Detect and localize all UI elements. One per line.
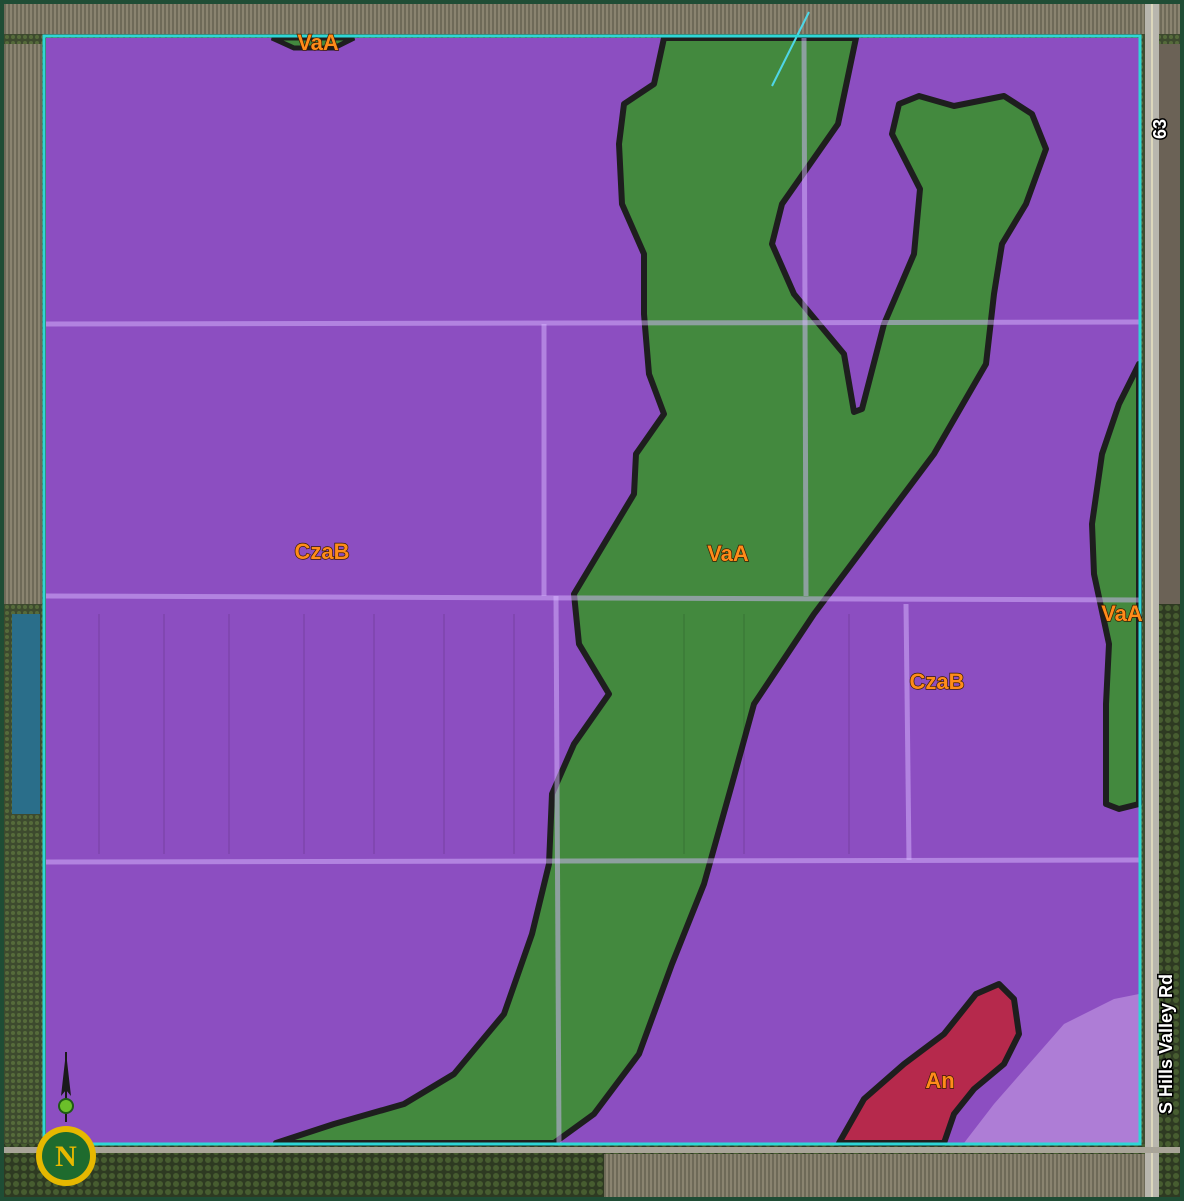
north-field-strip — [4, 4, 1180, 34]
canal-line — [771, 11, 810, 87]
soil-map[interactable]: VaA CzaB VaA VaA CzaB An 63 S Hills Vall… — [4, 4, 1184, 1201]
east-road-label: S Hills Valley Rd — [1156, 974, 1176, 1114]
soil-label-an: An — [925, 1068, 954, 1093]
logo-letter: N — [55, 1140, 77, 1173]
light-patch — [964, 994, 1139, 1143]
highway-shield-label: 63 — [1150, 119, 1170, 139]
soil-label-vaa-top: VaA — [297, 30, 339, 55]
east-field — [1159, 44, 1180, 604]
parcel-boundary[interactable] — [42, 34, 1142, 1146]
north-arrow-icon — [58, 1052, 74, 1122]
soil-polygon-vaa-east[interactable] — [1089, 361, 1142, 812]
soil-label-vaa-center: VaA — [707, 541, 749, 566]
field-roads — [45, 37, 1140, 1144]
west-field-strip — [4, 44, 42, 604]
south-east-field — [604, 1154, 1180, 1197]
reservoir — [12, 614, 40, 814]
east-orchard — [1159, 604, 1180, 1197]
soil-polygon-vaa-center[interactable] — [273, 35, 1049, 1146]
logo: N — [36, 1126, 96, 1186]
soil-polygon-an[interactable] — [836, 981, 1022, 1146]
soil-label-vaa-east: VaA — [1101, 601, 1143, 626]
south-road — [4, 1147, 1180, 1153]
soil-label-czab-east: CzaB — [909, 669, 964, 694]
logo-disc — [42, 1132, 90, 1180]
orchard-row-texture — [98, 614, 850, 854]
soil-polygon-vaa-top[interactable] — [270, 35, 356, 51]
soil-label-czab-west: CzaB — [294, 539, 349, 564]
